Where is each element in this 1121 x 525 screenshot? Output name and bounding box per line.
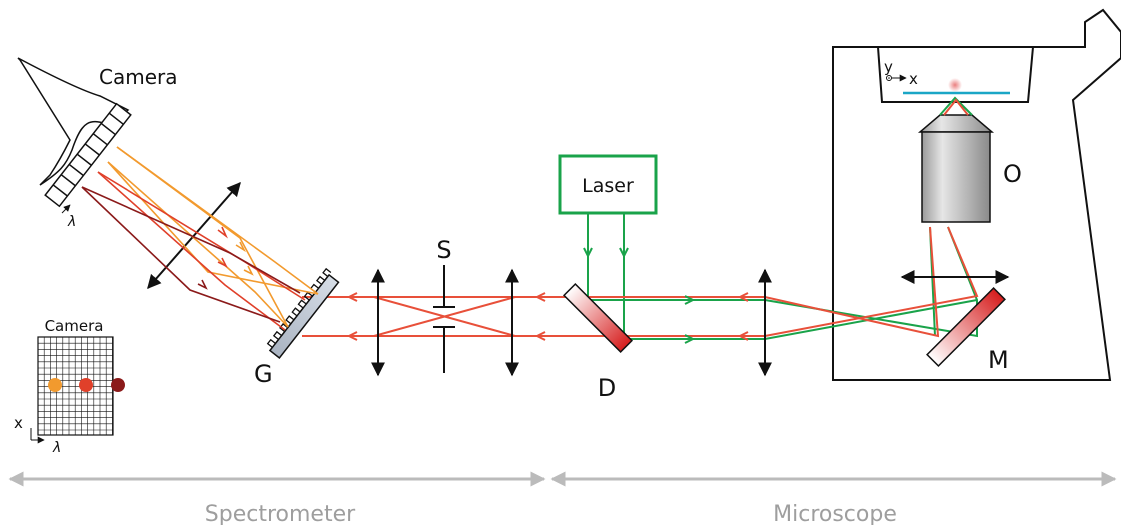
laser-label: Laser	[582, 175, 634, 197]
camera-grid-label: Camera	[45, 317, 104, 335]
laser-source: Laser	[558, 154, 658, 215]
spectrometer-label: Spectrometer	[205, 502, 356, 525]
microscope-label: Microscope	[773, 502, 897, 525]
sample-spot	[948, 78, 962, 92]
spectral-spot-red	[79, 378, 93, 392]
camera-top-label: Camera	[99, 65, 178, 89]
dichroic-label: D	[598, 374, 616, 402]
ccd-array	[44, 102, 132, 208]
dichroic-mirror	[562, 282, 634, 354]
lens-spectrometer	[147, 181, 241, 290]
section-indicators: Spectrometer Microscope	[8, 471, 1117, 525]
slit	[433, 265, 455, 373]
grating-label: G	[254, 360, 273, 388]
mirror-label: M	[988, 346, 1009, 374]
axis-x-label: x	[909, 70, 918, 88]
camera-top: Camera λ	[17, 57, 178, 230]
objective-label: O	[1003, 160, 1022, 188]
grid-lambda-label: λ	[52, 440, 61, 456]
spectral-spot-orange	[48, 378, 62, 392]
mirror	[926, 287, 1006, 367]
beam-paths	[302, 213, 979, 344]
objective-lens: O	[917, 114, 1022, 223]
axis-y-label: y	[884, 58, 893, 76]
grating	[266, 267, 340, 359]
sample-axes: y x	[884, 58, 918, 88]
lambda-top-label: λ	[67, 214, 76, 230]
grid-x-label: x	[14, 414, 23, 432]
dispersed-rays	[81, 146, 319, 331]
lenses	[147, 181, 1010, 377]
slit-label: S	[436, 236, 451, 264]
spectral-spot-darkred	[111, 378, 125, 392]
camera-grid: Camera x λ	[14, 317, 125, 456]
sample-stage	[903, 78, 1010, 95]
sample-beams	[939, 96, 973, 116]
microscope-housing	[832, 8, 1121, 381]
